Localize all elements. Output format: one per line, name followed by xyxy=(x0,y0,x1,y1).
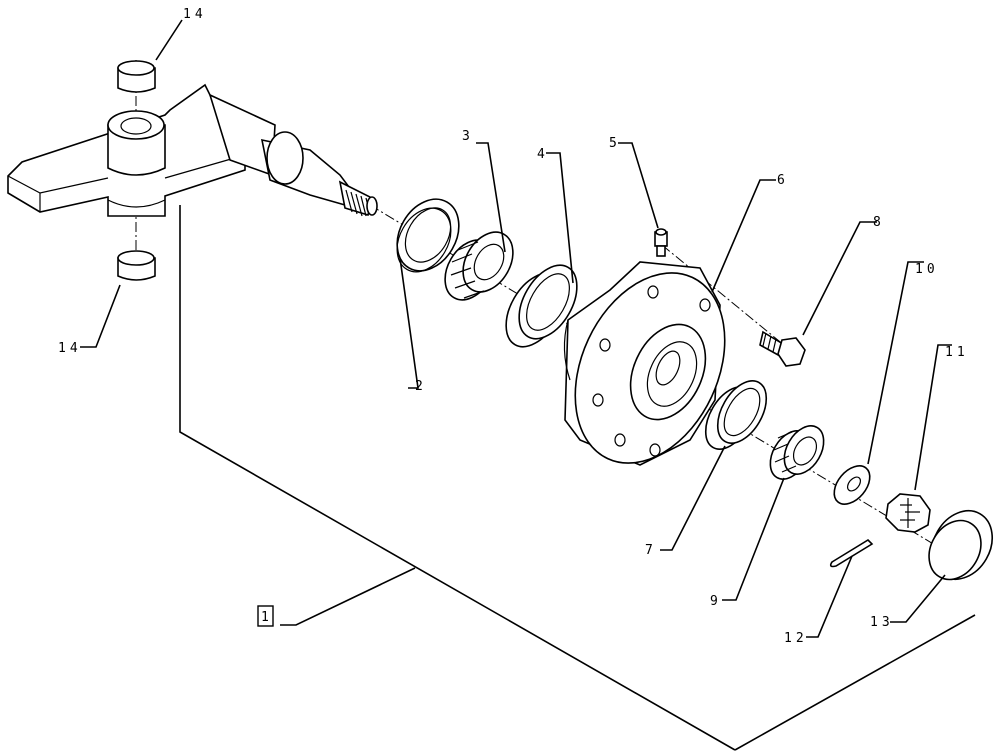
castle-nut xyxy=(885,493,931,533)
callout-11: 11 xyxy=(945,345,969,360)
callout-13: 13 xyxy=(870,615,894,630)
callout-2: 2 xyxy=(415,379,427,394)
callout-10: 10 xyxy=(915,262,939,277)
bushing-top xyxy=(117,60,156,93)
leader-lines xyxy=(80,19,952,638)
hub-bolt xyxy=(759,330,806,367)
oil-seal xyxy=(396,198,460,273)
callout-5: 5 xyxy=(609,136,621,151)
callout-12: 12 xyxy=(784,631,808,646)
inner-bearing-cone xyxy=(444,231,514,301)
inner-bearing-cup xyxy=(505,264,578,348)
callout-14-top: 14 xyxy=(183,7,207,22)
callout-1-box xyxy=(257,605,274,627)
steering-knuckle xyxy=(7,83,378,217)
callout-7: 7 xyxy=(645,543,657,558)
callout-4: 4 xyxy=(537,147,549,162)
wheel-hub xyxy=(563,261,726,466)
callout-labels: 1 2 3 4 5 6 7 8 9 10 11 12 13 14 14 xyxy=(58,7,969,646)
callout-14-bottom: 14 xyxy=(58,341,82,356)
thrust-washer xyxy=(833,465,871,505)
assembly-bracket xyxy=(179,205,976,751)
callout-9: 9 xyxy=(710,594,722,609)
callout-1: 1 xyxy=(261,610,273,625)
outer-bearing-cone xyxy=(769,425,825,480)
callout-8: 8 xyxy=(873,215,885,230)
outer-bearing-cup xyxy=(704,380,768,450)
cotter-pin xyxy=(829,538,874,568)
bushing-bottom xyxy=(117,250,156,281)
callout-3: 3 xyxy=(462,129,474,144)
callout-6: 6 xyxy=(777,173,789,188)
dust-cap xyxy=(928,510,993,581)
grease-fitting xyxy=(654,228,668,257)
